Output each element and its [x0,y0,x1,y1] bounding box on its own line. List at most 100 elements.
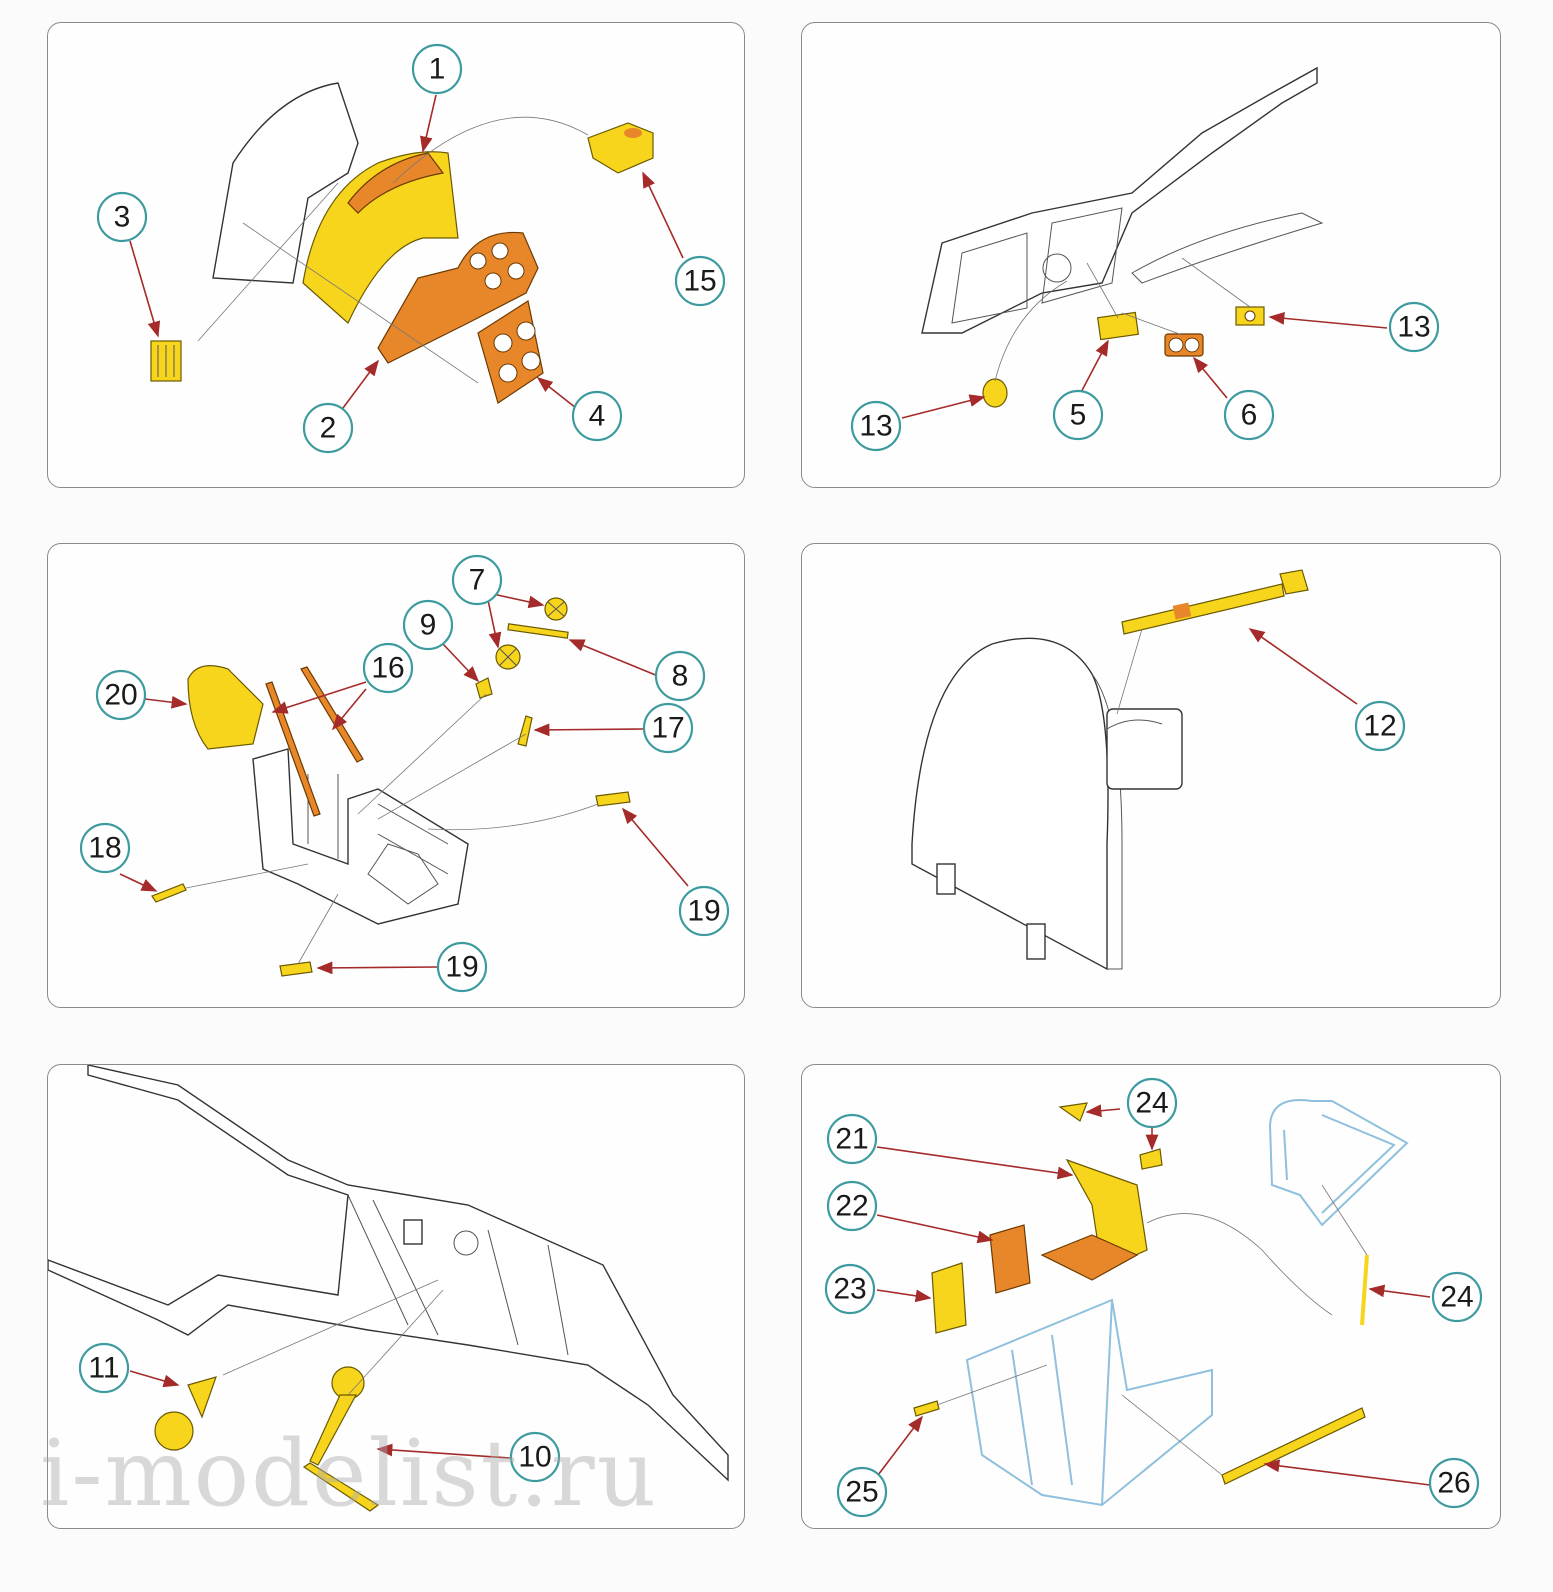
svg-text:13: 13 [859,410,892,443]
callout-12: 12 [1354,700,1406,752]
svg-text:19: 19 [445,951,478,984]
svg-text:16: 16 [371,652,404,685]
svg-text:15: 15 [683,265,716,298]
part-1-shroud-top [347,152,445,214]
headrest-frame-outline [1268,1099,1409,1227]
panel-4-diagram: 12 [911,569,1406,971]
part-12-loop [1279,569,1309,595]
svg-text:12: 12 [1363,710,1396,743]
callout-7: 7 [451,554,503,606]
panel-control-stick: 11 10 [47,1064,745,1529]
svg-text:26: 26 [1437,1467,1470,1500]
svg-text:4: 4 [589,400,606,433]
part-18-lever [151,883,187,903]
svg-text:17: 17 [651,712,684,745]
floor-structure-outline [252,748,469,925]
svg-text:9: 9 [420,609,437,642]
part-1-shroud [302,151,459,324]
seat-frame-outline [965,1298,1213,1507]
callout-16: 16 [362,642,414,694]
part-16-belt-a [265,681,321,817]
part-22-plate [989,1224,1031,1294]
callout-10: 10 [509,1431,561,1483]
svg-text:11: 11 [88,1352,119,1385]
callout-18: 18 [79,822,131,874]
callout-1: 1 [411,43,463,95]
svg-text:2: 2 [320,412,337,445]
svg-text:6: 6 [1241,399,1258,432]
svg-text:18: 18 [88,832,121,865]
panel-5-diagram: 11 10 [48,1065,729,1512]
svg-text:22: 22 [835,1190,868,1223]
panel-1-diagram: 1 3 15 2 4 [96,43,726,454]
callout-19-bottom: 19 [436,941,488,993]
svg-text:19: 19 [687,895,720,928]
svg-text:23: 23 [833,1273,866,1306]
part-11-knob [154,1411,194,1451]
callout-24-top: 24 [1126,1077,1178,1129]
callout-9: 9 [402,599,454,651]
svg-text:20: 20 [104,679,137,712]
svg-text:7: 7 [469,564,486,597]
svg-text:1: 1 [429,53,446,86]
dashboard-base-outline [212,82,359,284]
panel-instrument-panel: 1 3 15 2 4 [47,22,745,488]
callout-15: 15 [674,255,726,307]
callout-4: 4 [571,390,623,442]
callout-21: 21 [826,1113,878,1165]
callout-24-right: 24 [1431,1271,1483,1323]
panel-seat-floor: 7 9 16 8 20 17 18 19 19 [47,543,745,1008]
panel-6-diagram: 24 21 22 23 24 25 26 [824,1077,1483,1518]
panel-3-diagram: 7 9 16 8 20 17 18 19 19 [79,554,730,993]
headrest-block [1106,708,1183,790]
callout-26: 26 [1428,1457,1480,1509]
part-19-pedal-right [595,791,631,807]
part-19-pedal-left [279,961,313,977]
callout-11: 11 [78,1342,130,1394]
part-2-panel [377,231,539,364]
callout-20: 20 [95,669,147,721]
part-20-seat [187,665,264,750]
callout-13-right: 13 [1388,301,1440,353]
callout-3: 3 [96,191,148,243]
part-24-top [1058,1102,1088,1122]
panel-2-diagram: 13 13 5 6 [850,66,1440,452]
svg-text:24: 24 [1440,1281,1473,1314]
callout-2: 2 [302,402,354,454]
part-10-link [302,1462,380,1512]
callout-8: 8 [654,650,706,702]
callout-25: 25 [836,1466,888,1518]
panel-canopy-frame: 13 13 5 6 [801,22,1501,488]
callout-19-right: 19 [678,885,730,937]
panel-headrest: 12 [801,543,1501,1008]
callout-22: 22 [826,1180,878,1232]
svg-text:8: 8 [672,660,689,693]
svg-text:25: 25 [845,1476,878,1509]
part-16-belt-b [300,666,364,763]
panel-seat-frame: 24 21 22 23 24 25 26 [801,1064,1501,1529]
fuselage-frame-outline [48,1065,729,1482]
callout-17: 17 [642,702,694,754]
svg-text:5: 5 [1070,399,1087,432]
svg-text:13: 13 [1397,311,1430,344]
part-11-lever [187,1376,217,1419]
part-26-rail [1221,1407,1366,1485]
part-15-box [587,122,654,174]
callout-6: 6 [1223,389,1275,441]
part-23-plate [931,1262,967,1334]
callout-23: 23 [824,1263,876,1315]
part-25-pin [913,1400,940,1417]
part-21-seat-pan [1040,1234,1139,1281]
canopy-frame-outline [921,66,1318,334]
svg-text:3: 3 [114,201,131,234]
part-13-disc [982,378,1008,408]
watermark-text: i-modelist.ru [40,1420,658,1527]
callout-5: 5 [1052,389,1104,441]
svg-text:24: 24 [1135,1087,1168,1120]
part-10-stick [309,1394,358,1466]
part-8-rod [507,623,569,639]
part-17-lever [517,715,533,747]
svg-text:10: 10 [518,1441,551,1474]
svg-text:21: 21 [835,1123,868,1156]
callout-13-left: 13 [850,400,902,452]
